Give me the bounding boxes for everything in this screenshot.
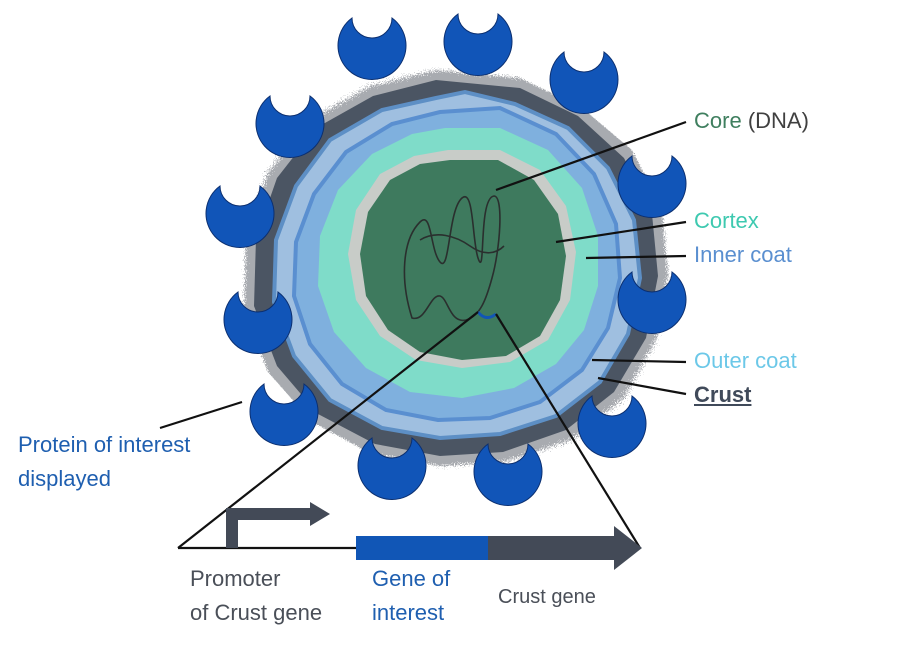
- protein-icon: [205, 185, 275, 248]
- protein-icon: [549, 51, 619, 114]
- outer-coat-leader: [591, 358, 687, 364]
- core-dna-text: (DNA): [747, 108, 809, 133]
- gene-of-interest-bar: [356, 536, 488, 560]
- protein-icon: [337, 17, 407, 80]
- cortex-leader: [555, 220, 687, 244]
- inner-coat-label: Inner coat: [694, 242, 792, 267]
- core-leader: [495, 120, 687, 192]
- protein-label-line1: Protein of interest: [18, 432, 191, 457]
- protein-icon: [249, 383, 319, 446]
- core-label: Core (DNA): [694, 108, 809, 134]
- protein-label-line2: displayed: [18, 466, 111, 491]
- crust-gene-label: Crust gene: [498, 586, 596, 608]
- gene-construct: [226, 502, 642, 570]
- dna-strand: [403, 195, 505, 321]
- gene-marker: [476, 311, 497, 319]
- inner-coat-leader: [585, 254, 687, 260]
- crust-gene-arrowhead: [614, 526, 642, 570]
- promoter-label-line2: of Crust gene: [190, 600, 323, 625]
- protein-icon: [443, 13, 513, 76]
- promoter-arrowhead: [310, 502, 330, 526]
- gene-label-line2: interest: [372, 600, 445, 625]
- crust-leader: [597, 376, 687, 396]
- core-layer: [360, 160, 566, 360]
- protein-icon: [255, 95, 325, 158]
- protein-leader: [159, 400, 243, 430]
- promoter-arrow: [226, 508, 312, 548]
- crust-gene-bar: [488, 536, 614, 560]
- core-text: Core: [694, 108, 742, 133]
- cortex-label: Cortex: [694, 208, 759, 233]
- crust-label: Crust: [694, 382, 752, 407]
- promoter-label-line1: Promoter: [190, 566, 281, 591]
- gene-label-line1: Gene of: [372, 566, 451, 591]
- gene-leader-right: [495, 313, 641, 549]
- outer-coat-label: Outer coat: [694, 348, 797, 373]
- protein-icon: [617, 155, 687, 218]
